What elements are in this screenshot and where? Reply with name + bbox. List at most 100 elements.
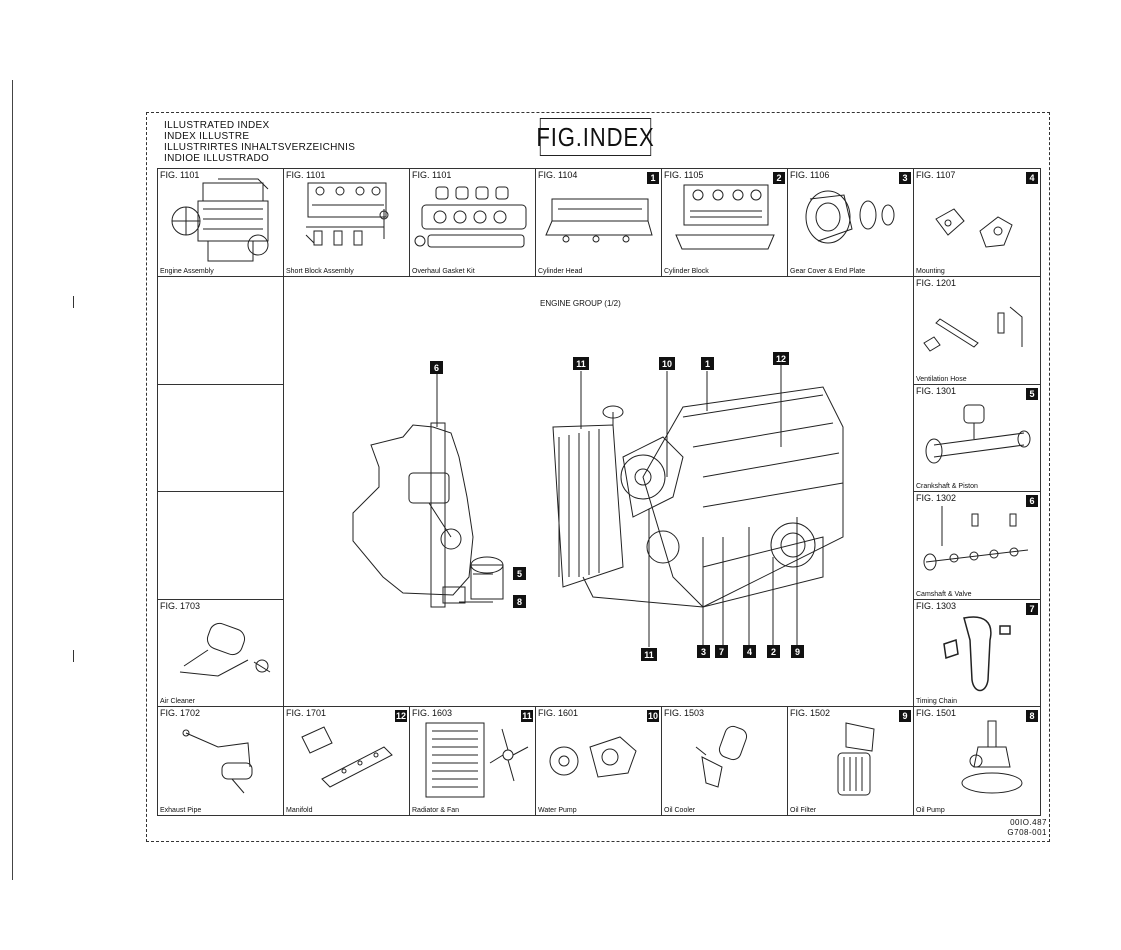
fig-number: FIG. 1104 [538,170,578,180]
callout-8: 8 [513,595,526,608]
callout-12: 12 [773,352,789,365]
fig-cell-oil-cooler[interactable]: FIG. 1503 Oil Cooler [661,706,788,816]
group-badge: 1 [647,172,659,184]
group-badge: 3 [899,172,911,184]
group-badge: 10 [647,710,659,722]
fig-cell-gasket-kit[interactable]: FIG. 1101 Overhaul Gasket Kit [409,168,536,277]
fig-cell-timing-chain[interactable]: FIG. 1303 7 Timing Chain [913,599,1041,707]
oil-cooler-illustration [695,725,748,788]
short-block-illustration [305,182,389,246]
fig-cell-cylinder-head[interactable]: FIG. 1104 1 Cylinder Head [535,168,662,277]
callout-11-top: 11 [573,357,589,370]
fig-number: FIG. 1101 [160,170,200,180]
engine-group-title: ENGINE GROUP (1/2) [540,299,621,308]
empty-cell [157,384,284,492]
fig-number: FIG. 1502 [790,708,831,718]
title-fr: INDEX ILLUSTRE [164,131,250,142]
fig-number: FIG. 1303 [916,601,957,611]
fig-caption: Mounting [916,268,945,275]
fig-caption: Air Cleaner [160,698,196,705]
fig-caption: Water Pump [538,807,577,814]
margin-tick [73,650,74,662]
fig-cell-camshaft[interactable]: FIG. 1302 6 Camshaft & Valve [913,491,1041,600]
mounting-illustration [935,208,1013,248]
callout-9: 9 [791,645,804,658]
empty-cell [157,491,284,600]
index-frame [146,112,1050,842]
fig-number: FIG. 1701 [286,708,327,718]
engine-exploded-diagram [352,365,844,647]
fig-caption: Timing Chain [916,698,957,705]
timing-chain-illustration [943,616,1011,692]
binding-margin-line [12,80,13,880]
group-badge: 6 [1026,495,1038,507]
callout-6: 6 [430,361,443,374]
fig-caption: Radiator & Fan [412,807,460,814]
fig-caption: Manifold [286,807,313,814]
fig-cell-manifold[interactable]: FIG. 1701 12 Manifold [283,706,410,816]
gear-cover-illustration [805,190,895,244]
document-code-1: 00IO.487 [1010,818,1047,827]
fig-caption: Cylinder Block [664,268,709,275]
water-pump-illustration [549,736,637,778]
margin-tick [73,296,74,308]
fig-number: FIG. 1703 [160,601,201,611]
callout-7: 7 [715,645,728,658]
fig-cell-oil-filter[interactable]: FIG. 1502 9 Oil Filter [787,706,914,816]
fig-caption: Overhaul Gasket Kit [412,268,475,275]
fig-number: FIG. 1601 [538,708,579,718]
empty-cell [157,276,284,385]
fig-cell-crankshaft[interactable]: FIG. 1301 5 Crankshaft & Piston [913,384,1041,492]
fig-cell-air-cleaner[interactable]: FIG. 1703 Air Cleaner [157,599,284,707]
fig-cell-gear-cover[interactable]: FIG. 1106 3 Gear Cover & End Plate [787,168,914,277]
callout-3: 3 [697,645,710,658]
engine-assembly-illustration [171,178,269,262]
fig-caption: Oil Cooler [664,807,696,814]
multilingual-title: ILLUSTRATED INDEX INDEX ILLUSTRE ILLUSTR… [164,120,355,164]
fig-caption: Exhaust Pipe [160,807,202,814]
fig-caption: Short Block Assembly [286,268,354,275]
fig-number: FIG. 1501 [916,708,957,718]
gasket-kit-illustration [414,186,527,248]
fig-number: FIG. 1101 [286,170,326,180]
ventilation-hose-illustration [923,306,1023,352]
fig-caption: Ventilation Hose [916,376,967,383]
fig-number: FIG. 1105 [664,170,704,180]
fig-cell-mounting[interactable]: FIG. 1107 4 Mounting [913,168,1041,277]
fig-cell-oil-pump[interactable]: FIG. 1501 8 Oil Pump [913,706,1041,816]
manifold-illustration [301,726,393,788]
cylinder-head-illustration [545,198,653,243]
exhaust-pipe-illustration [182,729,253,794]
fig-caption: Oil Pump [916,807,945,814]
crankshaft-illustration [925,404,1031,464]
fig-caption: Camshaft & Valve [916,591,972,598]
callout-4: 4 [743,645,756,658]
air-cleaner-illustration [179,622,271,677]
engine-group-panel: ENGINE GROUP (1/2) [283,277,912,707]
fig-cell-short-block[interactable]: FIG. 1101 Short Block Assembly [283,168,410,277]
fig-caption: Cylinder Head [538,268,583,275]
fig-cell-exhaust-pipe[interactable]: FIG. 1702 Exhaust Pipe [157,706,284,816]
fig-cell-water-pump[interactable]: FIG. 1601 10 Water Pump [535,706,662,816]
cylinder-block-illustration [675,184,775,250]
group-badge: 7 [1026,603,1038,615]
fig-number: FIG. 1106 [790,170,830,180]
document-code-2: G708-001 [1007,828,1047,837]
fig-cell-engine-assembly[interactable]: FIG. 1101 Engine Assembly [157,168,284,277]
fig-index-heading: FIG.INDEX [536,118,654,156]
callout-10: 10 [659,357,675,370]
group-badge: 5 [1026,388,1038,400]
oil-filter-illustration [837,722,875,796]
fig-cell-ventilation-hose[interactable]: FIG. 1201 Ventilation Hose [913,276,1041,385]
group-badge: 4 [1026,172,1038,184]
callout-2: 2 [767,645,780,658]
fig-cell-radiator-fan[interactable]: FIG. 1603 11 Radiator & Fan [409,706,536,816]
callout-5: 5 [513,567,526,580]
fig-number: FIG. 1302 [916,493,957,503]
group-badge: 11 [521,710,533,722]
fig-number: FIG. 1101 [412,170,452,180]
fig-cell-cylinder-block[interactable]: FIG. 1105 2 Cylinder Block [661,168,788,277]
fig-number: FIG. 1503 [664,708,705,718]
title-es: INDIOE ILLUSTRADO [164,153,270,164]
